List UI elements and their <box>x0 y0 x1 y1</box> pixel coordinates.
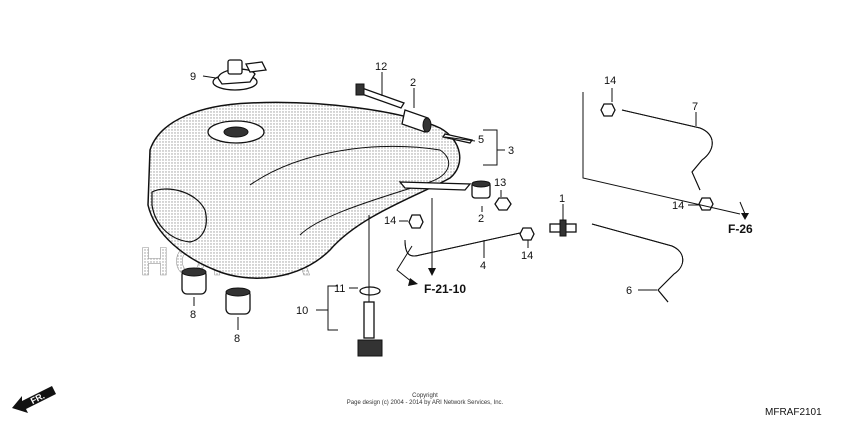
fuel-tank <box>147 101 472 279</box>
callout-8-left: 8 <box>190 309 196 321</box>
callout-14-right: 14 <box>672 200 684 212</box>
fuel-sender <box>357 215 383 357</box>
drain-tube <box>591 223 684 303</box>
callout-9: 9 <box>190 71 196 83</box>
copyright-title: Copyright <box>412 393 438 399</box>
callout-8-right: 8 <box>234 333 240 345</box>
callout-3: 3 <box>508 145 514 157</box>
callout-12: 12 <box>375 61 387 73</box>
o-ring <box>359 286 381 296</box>
callout-14-tank: 14 <box>384 215 396 227</box>
ref-f21-10[interactable]: F-21-10 <box>424 282 466 296</box>
copyright-line: Page design (c) 2004 - 2014 by ARI Netwo… <box>347 400 504 406</box>
mount-bolt <box>355 83 405 109</box>
leader-lines <box>193 72 749 331</box>
rubber-mount-2 <box>225 287 251 315</box>
callouts: 9 12 2 5 3 13 2 14 4 14 1 14 7 14 6 8 8 … <box>190 61 698 345</box>
nut-13 <box>494 197 512 211</box>
callout-11: 11 <box>334 283 345 295</box>
callout-14-tube: 14 <box>521 250 533 262</box>
callout-2-lower: 2 <box>478 213 484 225</box>
grommet-lower <box>471 180 491 199</box>
diagram-code: MFRAF2101 <box>765 407 822 418</box>
callout-10: 10 <box>296 305 308 317</box>
callout-5: 5 <box>478 134 484 146</box>
callout-2-upper: 2 <box>410 77 416 89</box>
callout-13: 13 <box>494 177 506 189</box>
tube-joint <box>549 219 577 237</box>
callout-14-top: 14 <box>604 75 616 87</box>
overflow-tube <box>600 103 714 211</box>
callout-4: 4 <box>480 260 486 272</box>
grommet-upper <box>401 109 432 133</box>
callout-7: 7 <box>692 101 698 113</box>
breather-tube <box>404 214 535 257</box>
fuel-cap <box>212 59 267 91</box>
front-arrow-icon <box>12 386 56 413</box>
ref-f26[interactable]: F-26 <box>728 222 753 236</box>
callout-6: 6 <box>626 285 632 297</box>
frame-divider <box>582 92 741 215</box>
rubber-mount-1 <box>181 267 207 295</box>
callout-1: 1 <box>559 193 565 205</box>
